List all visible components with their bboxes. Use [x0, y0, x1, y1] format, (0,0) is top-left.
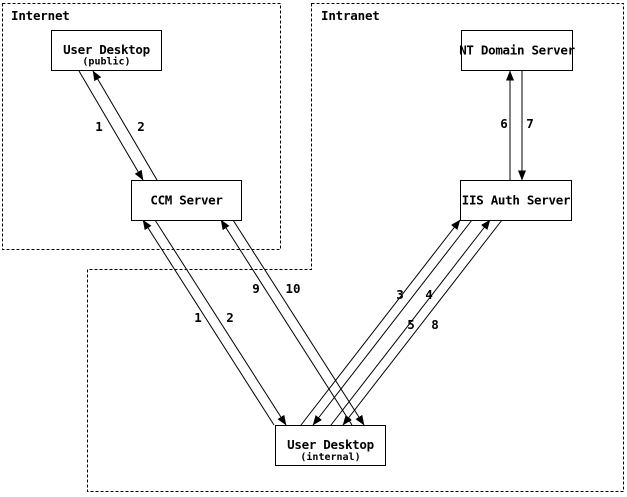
arrow-4-iis-to-internal-desktop [312, 219, 473, 426]
arrow-9-internal-desktop-to-ccm [220, 219, 353, 426]
node-box [461, 30, 573, 71]
node-title: NT Domain Server [459, 43, 575, 58]
node-title: User Desktop [287, 437, 374, 452]
arrow-label-9: 9 [252, 281, 260, 296]
arrow-label-3: 3 [396, 287, 404, 302]
arrow-2-ccm-to-internal-desktop [154, 219, 287, 426]
arrow-1-internal-desktop-to-ccm [142, 219, 275, 426]
arrow-2-ccm-to-public-desktop [92, 70, 158, 181]
node-box [275, 425, 386, 466]
node-box [460, 180, 572, 221]
intranet-zone-boundary [87, 3, 624, 492]
node-iis-auth-server: IIS Auth Server [460, 180, 572, 221]
arrow-label-6: 6 [500, 116, 508, 131]
zone-internet: Internet [2, 3, 281, 250]
message-arrows: 1 2 1 2 9 10 3 4 5 8 6 7 [78, 70, 534, 426]
node-title: CCM Server [150, 193, 223, 208]
node-box [131, 180, 242, 221]
arrow-label-1: 1 [95, 119, 103, 134]
zone-intranet: Intranet [87, 3, 624, 492]
node-title: IIS Auth Server [462, 193, 571, 208]
arrow-1-public-desktop-to-ccm [78, 70, 144, 181]
node-subtitle: (public) [82, 56, 130, 68]
node-ccm-server: CCM Server [131, 180, 242, 221]
internet-zone-boundary [2, 3, 281, 250]
node-user-desktop-internal: User Desktop (internal) [275, 425, 386, 466]
node-box [51, 30, 162, 71]
arrow-label-8: 8 [431, 317, 439, 332]
arrow-5-internal-desktop-to-iis [330, 219, 491, 426]
arrow-label-2-internal: 2 [226, 310, 234, 325]
internet-zone-label: Internet [11, 8, 70, 23]
intranet-zone-label: Intranet [321, 8, 380, 23]
arrow-3-internal-desktop-to-iis [300, 219, 461, 426]
arrow-10-ccm-to-internal-desktop [232, 219, 365, 426]
node-subtitle: (internal) [300, 451, 360, 463]
arrow-label-7: 7 [526, 116, 534, 131]
arrow-label-2: 2 [137, 119, 145, 134]
arrow-8-iis-to-internal-desktop [342, 219, 503, 426]
arrow-label-4: 4 [425, 287, 433, 302]
node-title: User Desktop [63, 42, 150, 57]
arrow-label-1-internal: 1 [194, 310, 202, 325]
node-nt-domain-server: NT Domain Server [459, 30, 576, 71]
node-user-desktop-public: User Desktop (public) [51, 30, 162, 71]
arrow-label-5: 5 [407, 317, 415, 332]
arrow-label-10: 10 [285, 281, 300, 296]
